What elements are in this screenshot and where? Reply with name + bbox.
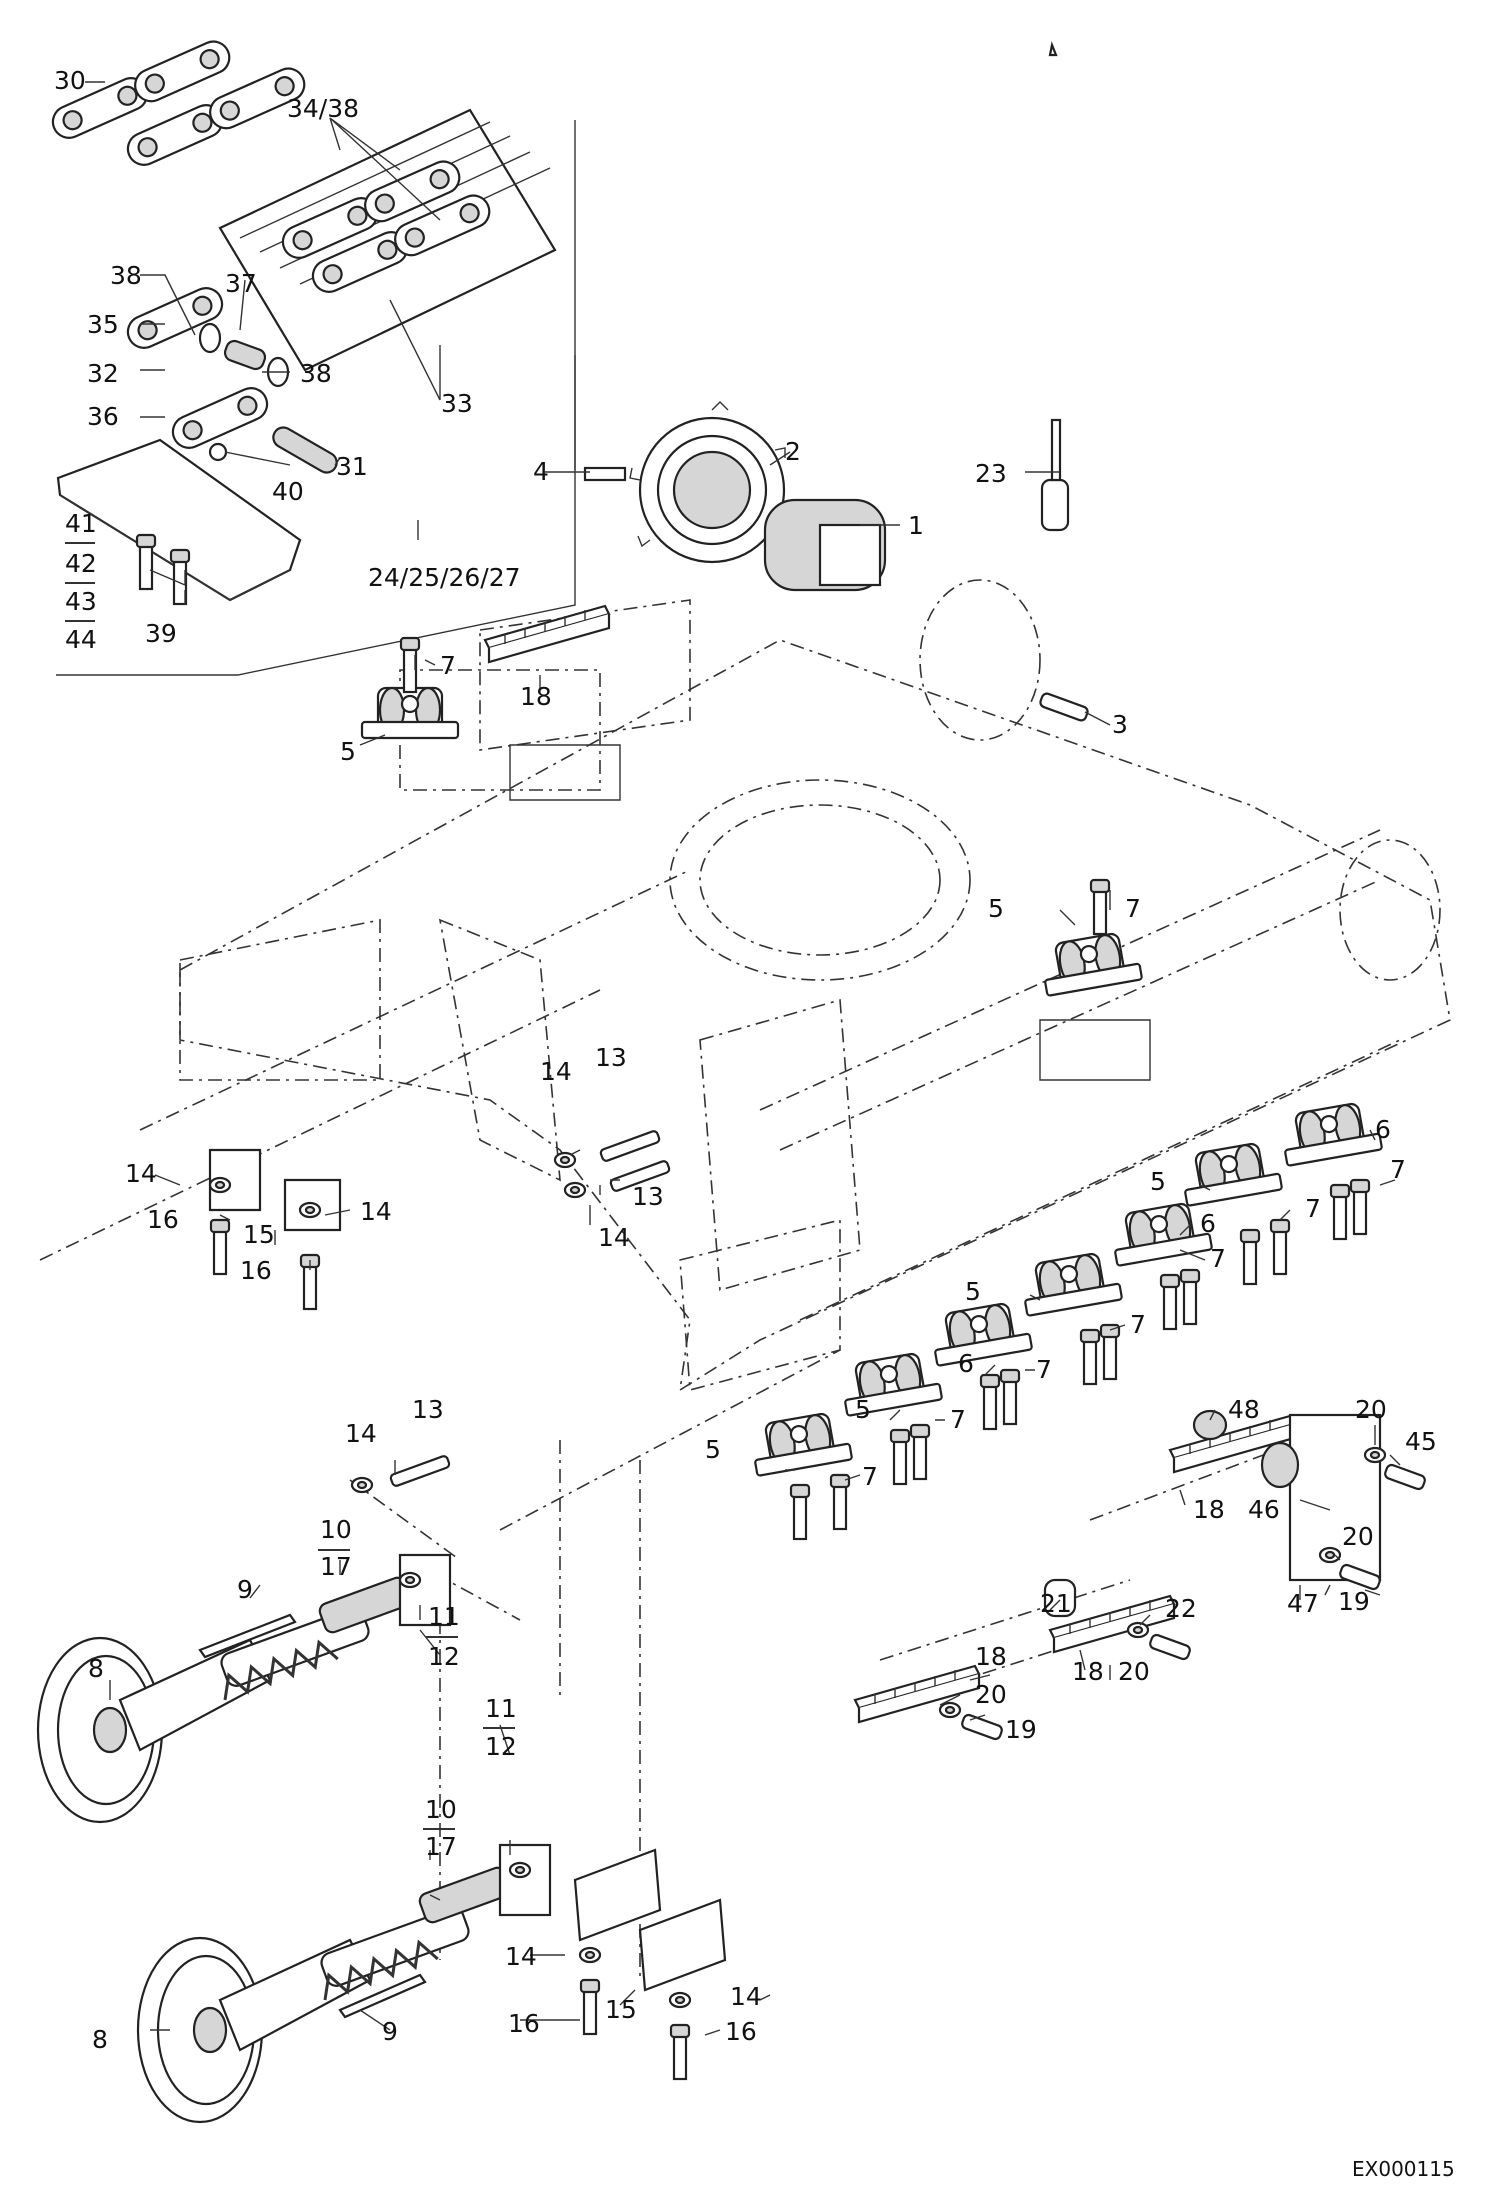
- callout-17a: 17: [320, 1552, 352, 1581]
- callout-23: 23: [975, 459, 1007, 488]
- callout-40: 40: [272, 477, 304, 506]
- callout-18c: 18: [975, 1642, 1007, 1671]
- callout-18b: 18: [1193, 1495, 1225, 1524]
- callout-7a: 7: [440, 651, 456, 680]
- callout-16a: 16: [147, 1205, 179, 1234]
- callout-5b: 5: [988, 894, 1004, 923]
- callout-16c: 16: [508, 2009, 540, 2038]
- callout-38b: 38: [300, 359, 332, 388]
- callout-20d: 20: [1118, 1657, 1150, 1686]
- callout-5d: 5: [965, 1277, 981, 1306]
- callout-5a: 5: [340, 737, 356, 766]
- callout-3: 3: [1112, 710, 1128, 739]
- callout-20a: 20: [1355, 1395, 1387, 1424]
- callout-7g: 7: [1036, 1355, 1052, 1384]
- callout-7d: 7: [1305, 1194, 1321, 1223]
- callout-32: 32: [87, 359, 119, 388]
- callout-16b: 16: [240, 1256, 272, 1285]
- callout-16d: 16: [725, 2017, 757, 2046]
- carrier-roller-top-left: [360, 604, 611, 740]
- callout-41: 41: [65, 509, 97, 538]
- idler-assembly-lower: [136, 1843, 552, 2124]
- callout-18a: 18: [520, 682, 552, 711]
- callout-6a: 6: [1375, 1115, 1391, 1144]
- callout-14d: 14: [360, 1197, 392, 1226]
- callout-33: 33: [441, 389, 473, 418]
- callout-5c: 5: [1150, 1167, 1166, 1196]
- track-frame-shoes-lower: [208, 1130, 727, 2081]
- idler-assembly-upper: [36, 1553, 452, 1824]
- callout-9a: 9: [237, 1575, 253, 1604]
- callout-14c: 14: [125, 1159, 157, 1188]
- callout-46: 46: [1248, 1495, 1280, 1524]
- callout-13b: 13: [632, 1182, 664, 1211]
- rock-guards-illustration: [853, 1409, 1426, 1741]
- callout-34-38: 34/38: [287, 94, 359, 123]
- callout-10a: 10: [320, 1515, 352, 1544]
- callout-14a: 14: [540, 1057, 572, 1086]
- callout-35: 35: [87, 310, 119, 339]
- callout-8b: 8: [92, 2025, 108, 2054]
- drive-motor-sprocket-illustration: [583, 41, 1089, 722]
- callout-48: 48: [1228, 1395, 1260, 1424]
- callout-5e: 5: [855, 1395, 871, 1424]
- callout-17b: 17: [425, 1832, 457, 1861]
- callout-31: 31: [336, 452, 368, 481]
- callout-14f: 14: [505, 1942, 537, 1971]
- callout-4: 4: [533, 457, 549, 486]
- callout-38a: 38: [110, 261, 142, 290]
- callout-13c: 13: [412, 1395, 444, 1424]
- callout-12b: 12: [485, 1732, 517, 1761]
- callout-7h: 7: [950, 1405, 966, 1434]
- callout-9b: 9: [382, 2017, 398, 2046]
- callout-22: 22: [1165, 1594, 1197, 1623]
- callout-6b: 6: [1200, 1209, 1216, 1238]
- callout-36: 36: [87, 402, 119, 431]
- callout-5f: 5: [705, 1435, 721, 1464]
- callout-45: 45: [1405, 1427, 1437, 1456]
- callout-44: 44: [65, 625, 97, 654]
- callout-11a: 11: [428, 1602, 460, 1631]
- callout-13a: 13: [595, 1043, 627, 1072]
- callout-19b: 19: [1005, 1715, 1037, 1744]
- callout-11b: 11: [485, 1694, 517, 1723]
- callout-7i: 7: [862, 1462, 878, 1491]
- callout-14e: 14: [345, 1419, 377, 1448]
- callout-15b: 15: [605, 1995, 637, 2024]
- callout-7b: 7: [1125, 894, 1141, 923]
- callout-2: 2: [785, 437, 801, 466]
- drawing-code: EX000115: [1352, 2157, 1455, 2181]
- callout-14g: 14: [730, 1982, 762, 2011]
- callout-24-27: 24/25/26/27: [368, 563, 521, 592]
- leader-lines: [85, 81, 1401, 2036]
- callout-19a: 19: [1338, 1587, 1370, 1616]
- track-chain-illustration: [46, 35, 557, 606]
- callout-42: 42: [65, 549, 97, 578]
- callout-14b: 14: [598, 1223, 630, 1252]
- callout-10b: 10: [425, 1795, 457, 1824]
- callouts: 30 34/38 38 37 35 38 32 33 36 31 40 41 4…: [54, 66, 1455, 2181]
- callout-21: 21: [1040, 1589, 1072, 1618]
- callout-47: 47: [1287, 1589, 1319, 1618]
- callout-1: 1: [908, 511, 924, 540]
- callout-20b: 20: [1342, 1522, 1374, 1551]
- callout-37: 37: [225, 269, 257, 298]
- callout-15a: 15: [243, 1220, 275, 1249]
- callout-7e: 7: [1210, 1244, 1226, 1273]
- callout-20c: 20: [975, 1680, 1007, 1709]
- callout-6c: 6: [958, 1349, 974, 1378]
- callout-7f: 7: [1130, 1310, 1146, 1339]
- callout-18d: 18: [1072, 1657, 1104, 1686]
- callout-12a: 12: [428, 1642, 460, 1671]
- callout-8a: 8: [88, 1654, 104, 1683]
- callout-43: 43: [65, 587, 97, 616]
- callout-39: 39: [145, 619, 177, 648]
- callout-7c: 7: [1390, 1155, 1406, 1184]
- callout-30: 30: [54, 66, 86, 95]
